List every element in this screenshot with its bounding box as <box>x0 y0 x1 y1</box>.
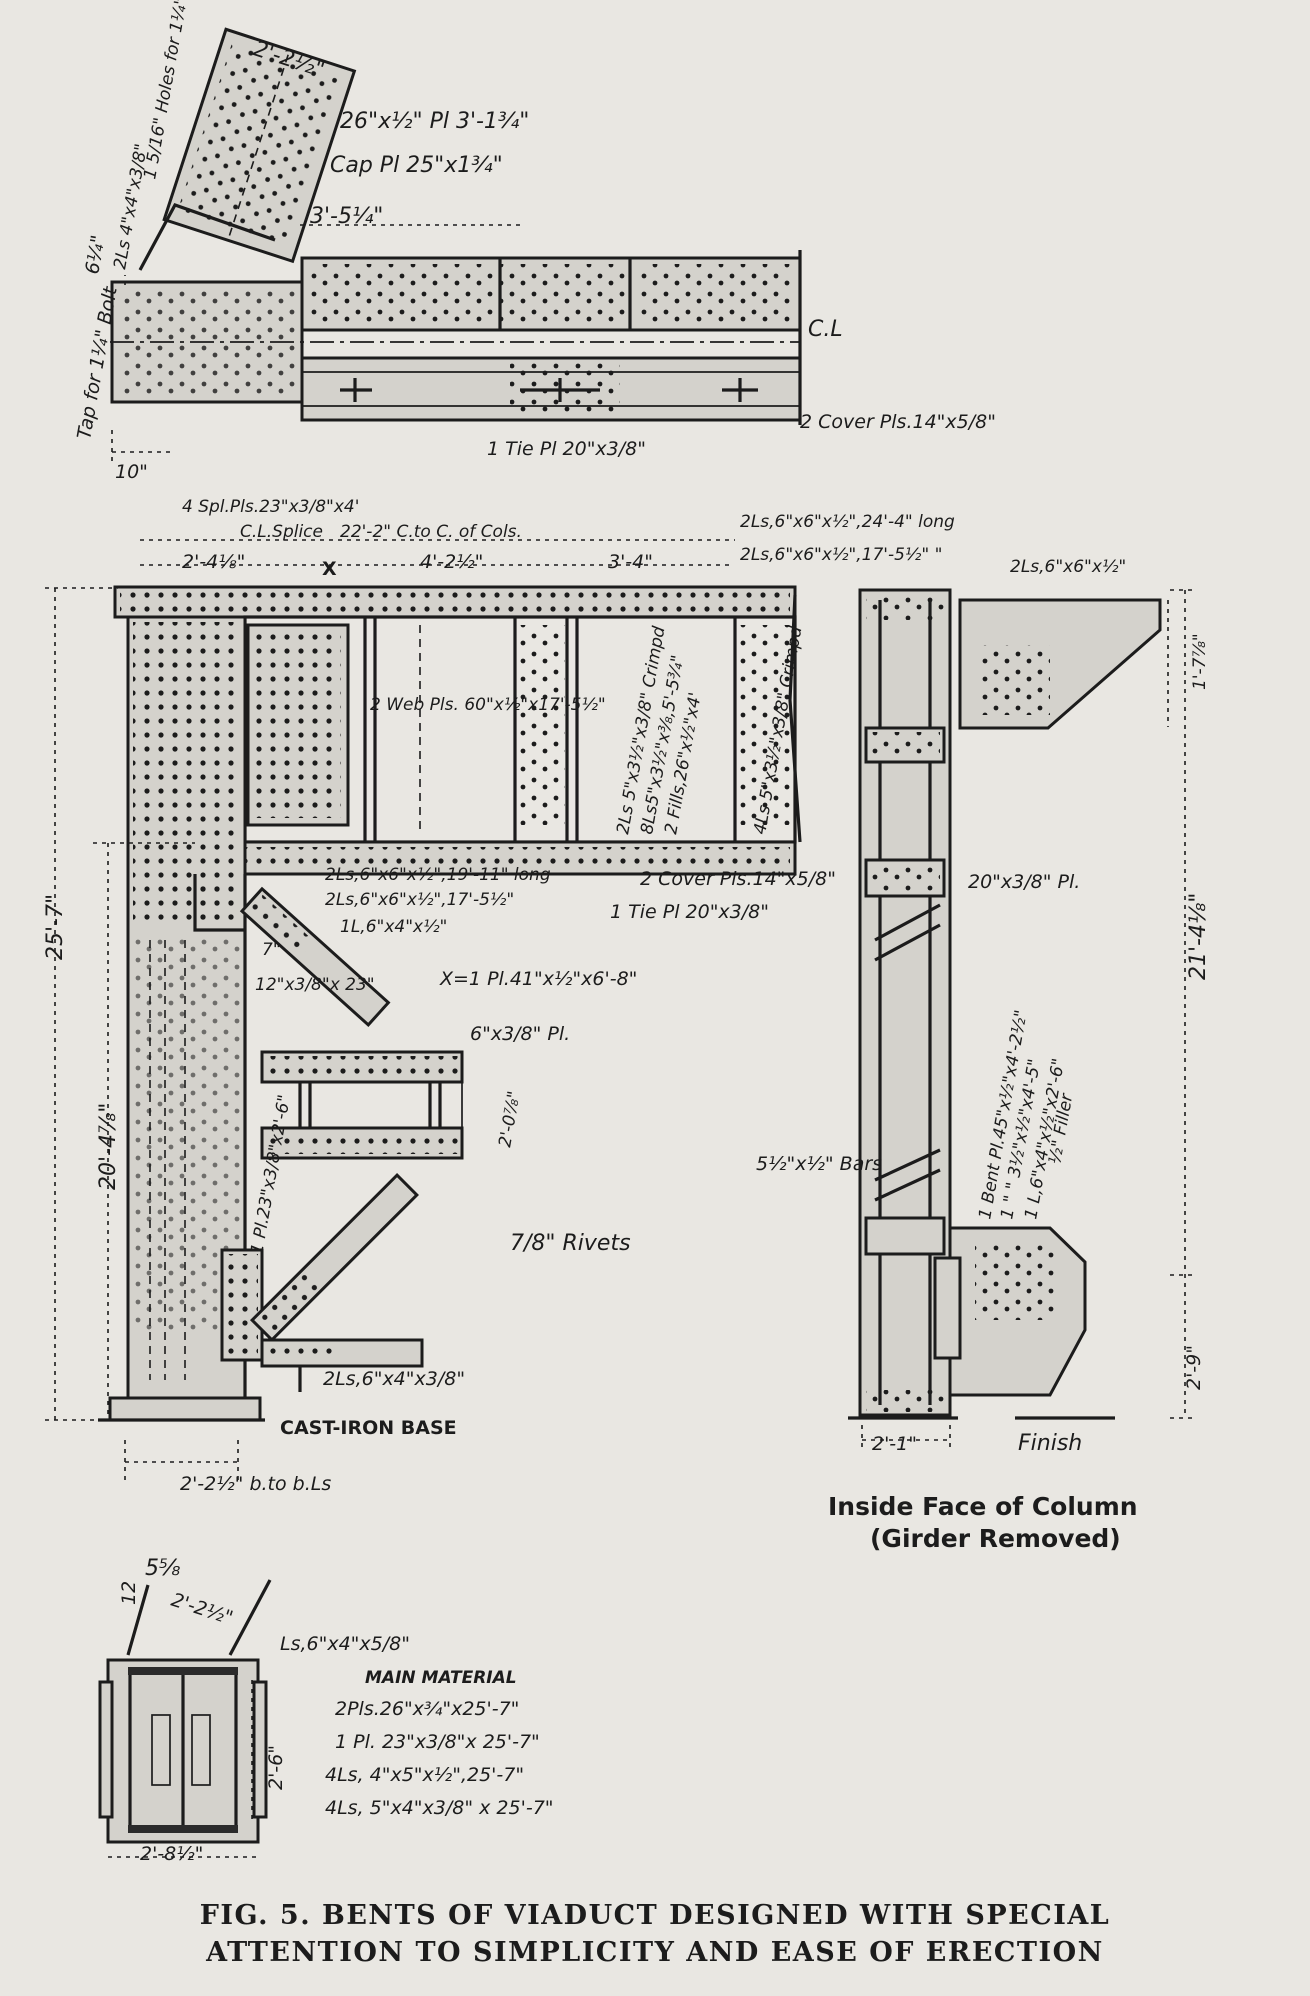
x-definition: X=1 Pl.41"x½"x6'-8" <box>439 968 637 990</box>
knee-brace <box>239 886 391 1028</box>
section-dim-5: 5⅝ <box>145 1556 180 1581</box>
cast-iron-base-label: CAST-IRON BASE <box>280 1417 457 1439</box>
angles-note: 2Ls 4"x4"x3/8" <box>110 142 152 271</box>
cap-plate-note: Cap Pl 25"x1¾" <box>330 153 503 178</box>
dim-2-4: 2'-4⅛" <box>182 551 245 573</box>
bottom-angles-1: 2Ls,6"x6"x½",19'-11" long <box>325 865 551 885</box>
cl-label: C.L <box>808 317 843 342</box>
dim-7: 7" <box>262 940 281 960</box>
top-angles-1: 2Ls,6"x6"x½",24'-4" long <box>740 512 955 532</box>
inside-face-caption-2: (Girder Removed) <box>870 1524 1121 1553</box>
dim-2-0: 2'-0⅞" <box>495 1090 525 1149</box>
top-angles-2: 2Ls,6"x6"x½",17'-5½" " <box>740 545 942 565</box>
main-material-1: 2Pls.26"x¾"x25'-7" <box>335 1698 519 1720</box>
main-material-3: 4Ls, 4"x5"x½",25'-7" <box>325 1764 524 1786</box>
gusset-note: 12"x3/8"x 23" <box>255 975 375 995</box>
rivets-note: 7/8" Rivets <box>510 1231 631 1256</box>
base-dim-note: 2'-2½" b.to b.Ls <box>180 1473 331 1495</box>
dim-3-4: 3'-4" <box>608 551 653 573</box>
dim-6: 6¼" <box>81 233 109 275</box>
base-angles-note: 2Ls,6"x4"x3/8" <box>323 1368 465 1390</box>
dim-2-1: 2'-1" <box>872 1433 917 1455</box>
cover-plates-note: 2 Cover Pls.14"x5/8" <box>800 411 996 433</box>
brace-angle-note: 1L,6"x4"x½" <box>340 917 447 937</box>
main-material-heading: MAIN MATERIAL <box>365 1668 517 1688</box>
inside-face-view <box>848 588 1195 1450</box>
plate-6-note: 6"x3/8" Pl. <box>470 1023 570 1045</box>
dim-10: 10" <box>115 461 148 483</box>
web-plates-note: 2 Web Pls. 60"x½"x17'-5½" <box>370 695 606 715</box>
inside-face-caption-1: Inside Face of Column <box>828 1492 1138 1521</box>
tie-plate-note: 1 Tie Pl 20"x3/8" <box>487 438 646 460</box>
figure-caption-line-2: ATTENTION TO SIMPLICITY AND EASE OF EREC… <box>206 1937 1104 1968</box>
dim-20-4: 20'-4⅞" <box>96 1103 121 1190</box>
inside-top-angles: 2Ls,6"x6"x½" <box>1010 557 1126 577</box>
dim-3-5: 3'-5¼" <box>310 204 383 229</box>
tie-plate-elev: 1 Tie Pl 20"x3/8" <box>610 901 769 923</box>
bars-note: 5½"x½" Bars <box>756 1153 882 1175</box>
inclined-cap-plate <box>162 27 357 264</box>
top-plan-view <box>110 27 802 462</box>
cover-plates-elev: 2 Cover Pls.14"x5/8" <box>640 868 836 890</box>
dim-25-7: 25'-7" <box>43 894 68 960</box>
section-dim-2-6: 2'-6" <box>265 1745 287 1790</box>
splice-plates-note: 4 Spl.Pls.23"x3/8"x4' <box>182 497 359 517</box>
main-material-2: 1 Pl. 23"x3/8"x 25'-7" <box>335 1731 540 1753</box>
cast-iron-base <box>108 1396 262 1422</box>
plate-23-note: 1 Pl.23"x3/8"x2'-6" <box>247 1093 295 1256</box>
section-dim-2-8: 2'-8½" <box>140 1843 203 1865</box>
figure-caption-line-1: FIG. 5. BENTS OF VIADUCT DESIGNED WITH S… <box>199 1900 1111 1931</box>
section-dim-12: 12 <box>118 1581 140 1605</box>
dim-2-9: 2'-9" <box>1183 1345 1205 1390</box>
plate-20-note: 20"x3/8" Pl. <box>968 871 1080 893</box>
bottom-angles-2: 2Ls,6"x6"x½",17'-5½" <box>325 890 514 910</box>
finish-note: Finish <box>1018 1431 1082 1456</box>
span-note: 22'-2" C.to C. of Cols. <box>340 522 522 542</box>
x-mark: X <box>322 558 337 580</box>
main-material-4: 4Ls, 5"x4"x3/8" x 25'-7" <box>325 1797 554 1819</box>
section-angle-note: Ls,6"x4"x5/8" <box>280 1633 410 1655</box>
dim-4-2: 4'-2½" <box>420 551 483 573</box>
dim-1-7: 1'-7⅞" <box>1190 633 1210 690</box>
plate-note: 26"x½" Pl 3'-1¾" <box>340 109 529 134</box>
dim-21-4: 21'-4⅛" <box>1186 893 1211 980</box>
cross-section <box>98 1579 272 1858</box>
section-dim-2-2: 2'-2½" <box>168 1589 235 1630</box>
lower-brace <box>249 1173 419 1343</box>
splice-label: C.L.Splice <box>240 522 323 542</box>
main-elevation <box>45 539 802 1480</box>
